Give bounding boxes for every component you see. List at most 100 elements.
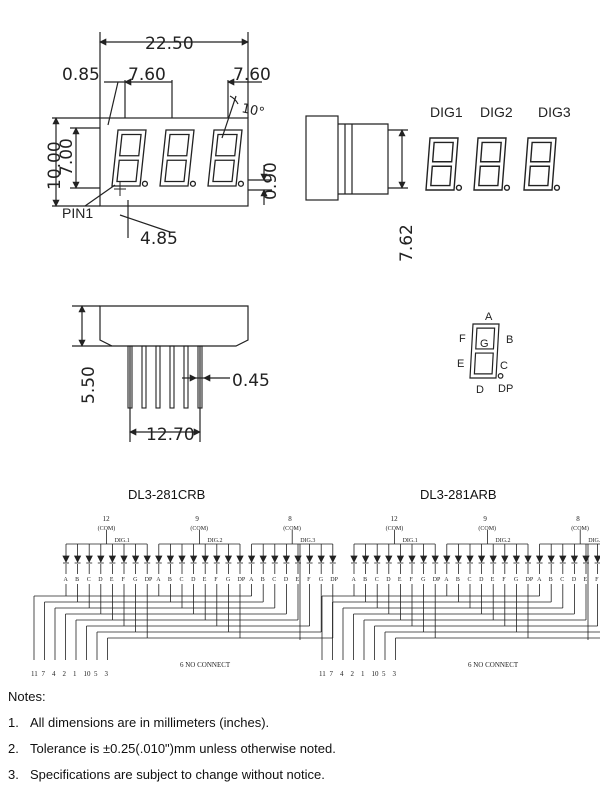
dim-digit-height: 7.00 [57,138,77,176]
segment-pin-label: G [421,577,426,583]
segment-pin-label: A [64,577,69,583]
digit-lower-hole [212,159,236,183]
led-diode [454,555,463,563]
schematic-title-arb: DL3-281ARB [420,487,497,502]
seven-seg-digit [159,129,197,187]
seg-label-e: E [457,358,464,370]
segment-pin-label: DP [526,577,534,583]
segment-pin-label: A [352,577,357,583]
led-diode [178,555,186,563]
digit-upper-hole [479,141,502,163]
segment-pin-label: A [249,577,254,583]
seven-seg-digit [207,129,245,187]
segment-pin-label: D [572,577,577,583]
dim-width: 22.50 [145,34,194,54]
note-item: 1.All dimensions are in millimeters (inc… [8,710,588,736]
top-view-digits [111,129,245,187]
pin-number: 10 [84,670,92,678]
seven-seg-digit [425,137,463,191]
decimal-point [503,184,511,191]
seg-label-c: C [500,360,508,372]
dim-pin-span: 12.70 [146,425,195,445]
pin-number: 2 [63,670,67,678]
com-label: (COM) [283,525,301,532]
led-diode [396,555,405,563]
led-diode [189,555,198,563]
segment-pin-label: F [502,577,506,583]
pin-number: 4 [340,670,344,678]
com-label: (COM) [190,525,208,532]
pin [127,345,133,409]
segment-pin-label: E [398,577,402,583]
segment-pin-label: C [375,577,379,583]
note-number: 3. [8,767,19,782]
segment-pin-label: F [214,577,218,583]
bottom-view-pins [127,345,203,409]
led-diode [350,555,358,563]
digit-group-label: DIG.3 [300,538,315,544]
digit-group-label: DIG.2 [495,538,510,544]
led-diode [582,555,590,563]
led-diode [108,555,117,563]
led-diode [547,555,555,563]
segment-pin-label: B [363,577,367,583]
seven-seg-digit [473,137,511,191]
led-diode [213,555,221,563]
com-pin-number: 12 [391,515,399,523]
decimal-point [237,180,245,187]
segment-pin-label: F [595,577,599,583]
led-diode [166,555,175,563]
segment-pin-label: DP [330,577,338,583]
seg-label-dp: DP [498,383,513,395]
segment-pin-label: D [386,577,391,583]
com-pin-number: 8 [288,515,292,523]
no-connect-label: 6 NO CONNECT [180,661,231,669]
segment-pin-label: C [272,577,276,583]
pin-number: 7 [42,670,46,678]
dim-pin-width: 0.45 [232,371,270,391]
segment-pin-label: B [456,577,460,583]
dim-left-pitch: 7.60 [128,65,166,85]
segment-pin-label: C [180,577,184,583]
note-item: 3.Specifications are subject to change w… [8,762,588,788]
digit-outline [207,129,243,187]
segment-pin-label: DP [238,577,246,583]
digit-group-label: DIG.1 [403,538,418,544]
pin-number: 5 [94,670,98,678]
segment-pin-label: D [98,577,103,583]
led-diode [259,555,267,563]
schematic-wiring [33,530,337,660]
led-diode [305,555,314,563]
pin [169,345,175,409]
com-pin-number: 8 [576,515,580,523]
note-text: Tolerance is ±0.25(.010")mm unless other… [30,741,336,756]
digit-upper-hole [431,141,454,163]
digit-label-3: DIG3 [538,104,571,120]
pin-number: 1 [73,670,77,678]
dim-dp-size: 0.90 [261,162,281,200]
segment-pin-label: E [584,577,588,583]
digit-group-label: DIG.1 [115,538,130,544]
seven-seg-digit [469,323,504,379]
notes-section: Notes: 1.All dimensions are in millimete… [8,684,588,788]
com-pin-number: 9 [195,515,199,523]
pin-number: 1 [361,670,365,678]
led-diode [361,555,370,563]
segment-pin-label: F [410,577,414,583]
segment-pin-label: B [261,577,265,583]
segment-pin-label: E [296,577,300,583]
led-diode [282,555,291,563]
dim-left-margin: 0.85 [62,65,100,85]
segment-pin-label: B [75,577,79,583]
pin [141,345,147,409]
led-diode [477,555,486,563]
led-diode [373,555,381,563]
note-number: 2. [8,741,19,756]
led-diode [593,555,600,563]
segment-pin-label: G [514,577,519,583]
digit-group-label: DIG.3 [588,538,600,544]
segment-pin-label: C [560,577,564,583]
digit-lower-hole [116,159,140,183]
